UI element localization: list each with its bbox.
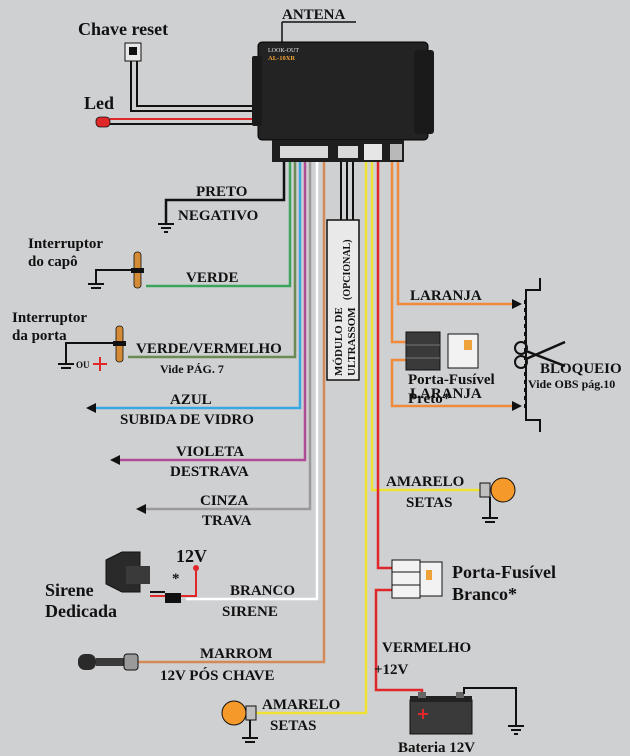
wire-green-red-name: VERDE/VERMELHO	[136, 341, 282, 357]
wire-white-name: BRANCO	[230, 583, 295, 599]
siren-line2: Dedicada	[45, 601, 117, 621]
battery: Bateria 12V	[398, 687, 524, 756]
key-icon	[78, 653, 139, 671]
wire-yellow-top: AMARELO SETAS	[370, 162, 480, 511]
turn-signal-bulb-bottom	[221, 700, 258, 743]
antenna: ANTENA	[281, 7, 356, 42]
block-label: BLOQUEIO	[540, 361, 622, 377]
wire-red-desc: +12V	[374, 662, 409, 678]
wire-red: VERMELHO +12V	[374, 162, 471, 700]
wire-orange-bottom: LARANJA	[390, 162, 522, 411]
wire-blue-desc: SUBIDA DE VIDRO	[120, 412, 254, 428]
wire-brown-desc: 12V PÓS CHAVE	[160, 667, 274, 684]
wire-white: BRANCO SIRENE	[186, 162, 319, 620]
wire-yellow-bottom-desc: SETAS	[270, 718, 316, 734]
fuse-white-line2: Branco*	[452, 584, 517, 604]
ultrasound-line1: MÓDULO DE	[333, 307, 345, 376]
wire-violet: VIOLETA DESTRAVA	[110, 162, 307, 480]
or-label: OU	[76, 360, 90, 370]
turn-signal-bulb-top	[479, 477, 516, 523]
asterisk: *	[172, 571, 180, 587]
block-cut	[524, 278, 541, 432]
wire-violet-desc: DESTRAVA	[170, 464, 249, 480]
wire-green-red-note: Vide PÁG. 7	[160, 362, 224, 376]
wire-red-name: VERMELHO	[382, 640, 471, 656]
antenna-label: ANTENA	[282, 7, 346, 23]
wire-orange-bottom-name: LARANJA	[410, 386, 482, 402]
wire-yellow-bottom: AMARELO SETAS	[256, 162, 368, 734]
wire-gray-name: CINZA	[200, 493, 249, 509]
wire-gray-desc: TRAVA	[202, 513, 252, 529]
ultrasound-optional: (OPCIONAL)	[342, 239, 353, 300]
brand-label: LOOK-OUT	[268, 48, 299, 54]
siren-line1: Sirene	[45, 580, 94, 600]
hood-switch-line2: do capô	[28, 254, 78, 270]
hood-switch-line1: Interruptor	[28, 236, 103, 252]
siren: Sirene Dedicada 12V *	[45, 546, 207, 621]
led-label: Led	[84, 93, 114, 113]
ultrasound-line2: ULTRASSOM	[346, 307, 358, 376]
wire-green: VERDE	[146, 162, 292, 288]
scissors-icon	[514, 340, 566, 369]
wire-brown-name: MARROM	[200, 646, 272, 662]
wire-blue: AZUL SUBIDA DE VIDRO	[86, 162, 302, 428]
wire-black-name: PRETO	[196, 184, 247, 200]
wire-green-red: VERDE/VERMELHO Vide PÁG. 7	[128, 162, 297, 376]
hood-switch: Interruptor do capô	[28, 236, 144, 289]
reset-switch: Chave reset	[78, 19, 262, 112]
wire-brown: MARROM 12V PÓS CHAVE	[138, 162, 326, 684]
wire-black-desc: NEGATIVO	[178, 208, 258, 224]
wire-gray: CINZA TRAVA	[136, 162, 312, 529]
led: Led	[84, 93, 262, 128]
fuse-black-line1: Porta-Fusível	[408, 372, 495, 388]
wire-violet-name: VIOLETA	[176, 444, 244, 460]
wire-green-name: VERDE	[186, 270, 239, 286]
wire-yellow-bottom-name: AMARELO	[262, 697, 340, 713]
fuse-holder-white: Porta-Fusível Branco*	[391, 559, 556, 604]
wire-orange-top-name: LARANJA	[410, 288, 482, 304]
door-switch-line1: Interruptor	[12, 310, 87, 326]
wire-black: PRETO NEGATIVO	[158, 162, 286, 233]
wire-blue-name: AZUL	[170, 392, 212, 408]
reset-label: Chave reset	[78, 19, 168, 39]
fuse-holder-black: Porta-Fusível Preto*	[405, 331, 495, 407]
fuse-black-line2: Preto*	[408, 391, 450, 407]
wire-yellow-top-name: AMARELO	[386, 474, 464, 490]
wire-yellow-top-desc: SETAS	[406, 495, 452, 511]
model-label: AL-10XR	[268, 55, 295, 62]
ultrasound-module: MÓDULO DE ULTRASSOM (OPCIONAL)	[326, 162, 360, 381]
wire-white-desc: SIRENE	[222, 604, 278, 620]
alarm-module: LOOK-OUT AL-10XR	[252, 41, 434, 162]
block-note: Vide OBS pág.10	[528, 377, 615, 391]
battery-label: Bateria 12V	[398, 740, 475, 756]
fuse-white-line1: Porta-Fusível	[452, 562, 556, 582]
siren-voltage: 12V	[176, 546, 207, 566]
wire-orange-top: LARANJA	[396, 162, 522, 309]
door-switch: Interruptor da porta OU	[12, 310, 126, 371]
door-switch-line2: da porta	[12, 328, 67, 344]
